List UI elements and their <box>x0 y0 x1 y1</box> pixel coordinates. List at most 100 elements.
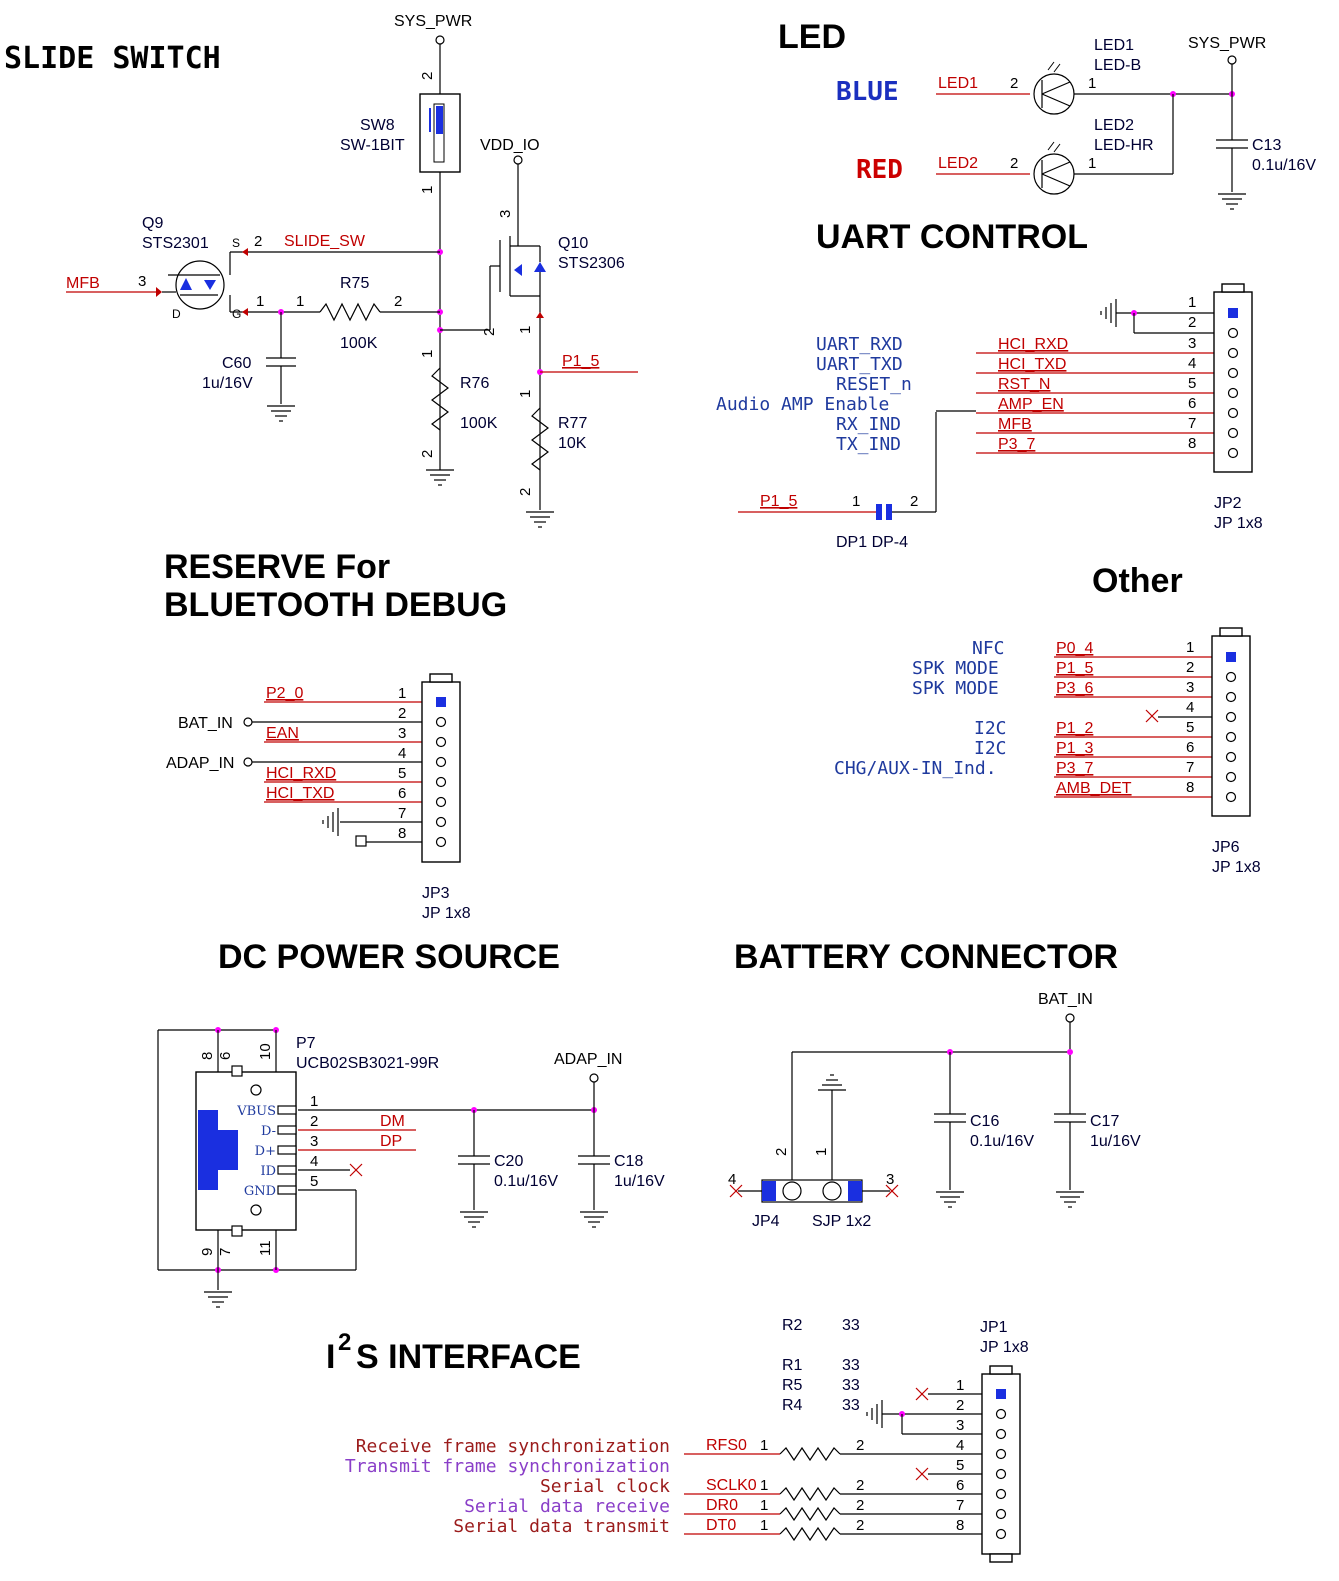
svg-text:1: 1 <box>1186 639 1194 656</box>
p7-ref: P7 <box>296 1035 316 1052</box>
i2s-resistor-2 <box>779 1486 841 1502</box>
c13-value: 0.1u/16V <box>1252 157 1316 174</box>
svg-text:2: 2 <box>394 293 402 310</box>
i2s-res-ref-3: R4 <box>782 1397 803 1414</box>
svg-text:2: 2 <box>856 1477 864 1494</box>
svg-text:1: 1 <box>310 1093 318 1110</box>
led2-value: LED-HR <box>1094 137 1154 154</box>
uart-label-5: RESET_n <box>836 374 912 395</box>
svg-text:1: 1 <box>517 326 534 334</box>
r77-resistor <box>531 407 549 471</box>
svg-text:2: 2 <box>910 493 918 510</box>
adap-in-label-dc: ADAP_IN <box>554 1051 622 1068</box>
adap-in-label: ADAP_IN <box>166 755 234 772</box>
svg-text:S: S <box>232 236 240 250</box>
sys-pwr-label: SYS_PWR <box>394 13 472 30</box>
jp6-ref: JP6 <box>1212 839 1240 856</box>
other-label-6: I2C <box>974 738 1007 759</box>
section-title-reserve: RESERVE For <box>164 548 390 586</box>
jp4-value: SJP 1x2 <box>812 1213 871 1230</box>
uart-net-8: P3_7 <box>998 436 1035 453</box>
other-net-2: P1_5 <box>1056 660 1093 677</box>
jp2-pin-1 <box>1228 308 1238 318</box>
jp4-solder-jumper <box>761 1179 863 1203</box>
i2s-net-rfs0: RFS0 <box>706 1437 747 1454</box>
jp2-value: JP 1x8 <box>1214 515 1263 532</box>
led-circuit: BLUE RED LED1 2 LED1 LED-B 1 LED2 2 LED2… <box>836 35 1316 210</box>
svg-text:2: 2 <box>956 1397 964 1414</box>
section-title-battery: BATTERY CONNECTOR <box>734 938 1118 976</box>
svg-text:2: 2 <box>254 233 262 250</box>
q9-ref: Q9 <box>142 215 163 232</box>
reserve-net-3: EAN <box>266 725 299 742</box>
sys-pwr-label-led: SYS_PWR <box>1188 35 1266 52</box>
q9-transistor <box>175 260 225 310</box>
svg-text:1: 1 <box>1088 155 1096 172</box>
jp1-pin-2 <box>995 1408 1007 1420</box>
jp3-pin-5 <box>435 776 447 788</box>
uart-label-8: TX_IND <box>836 434 901 455</box>
svg-text:4: 4 <box>310 1153 318 1170</box>
other-label-1: NFC <box>972 638 1005 659</box>
svg-text:1: 1 <box>419 350 436 358</box>
jp6-value: JP 1x8 <box>1212 859 1261 876</box>
svg-text:8: 8 <box>398 825 406 842</box>
svg-text:5: 5 <box>310 1173 318 1190</box>
mfb-net: MFB <box>66 275 100 292</box>
jp1-pin-5 <box>995 1468 1007 1480</box>
led1-ref: LED1 <box>1094 37 1134 54</box>
jp3-header <box>421 681 461 863</box>
svg-text:4: 4 <box>1186 699 1194 716</box>
other-label-5: I2C <box>974 718 1007 739</box>
svg-text:7: 7 <box>217 1248 234 1256</box>
led2-diode <box>1033 153 1075 195</box>
vdd-io-label: VDD_IO <box>480 137 540 154</box>
c18-ref: C18 <box>614 1153 643 1170</box>
svg-text:7: 7 <box>956 1497 964 1514</box>
svg-text:3: 3 <box>1186 679 1194 696</box>
reserve-net-1: P2_0 <box>266 685 303 702</box>
svg-text:3: 3 <box>1188 335 1196 352</box>
svg-text:6: 6 <box>1188 395 1196 412</box>
svg-text:2: 2 <box>419 72 436 80</box>
c20-value: 0.1u/16V <box>494 1173 558 1190</box>
svg-text:1: 1 <box>296 293 304 310</box>
section-title-i2s-rest: S INTERFACE <box>356 1338 581 1376</box>
svg-text:2: 2 <box>856 1517 864 1534</box>
jp1-pin-8 <box>995 1528 1007 1540</box>
r76-value: 100K <box>460 415 498 432</box>
svg-text:8: 8 <box>1188 435 1196 452</box>
i2s-label-5: Serial data transmit <box>453 1516 670 1537</box>
svg-text:3: 3 <box>138 273 146 290</box>
uart-net-5: RST_N <box>998 376 1050 393</box>
jp1-pin-7 <box>995 1508 1007 1520</box>
jp1-ref: JP1 <box>980 1319 1008 1336</box>
svg-text:4: 4 <box>1188 355 1196 372</box>
led2-net: LED2 <box>938 155 978 172</box>
i2s-label-4: Serial data receive <box>464 1496 670 1517</box>
i2s-net-dr0: DR0 <box>706 1497 738 1514</box>
svg-text:9: 9 <box>199 1248 216 1256</box>
c60-ref: C60 <box>222 355 251 372</box>
svg-text:3: 3 <box>497 210 514 218</box>
i2s-res-val-3: 33 <box>842 1397 860 1414</box>
svg-text:5: 5 <box>398 765 406 782</box>
q10-value: STS2306 <box>558 255 625 272</box>
r77-ref: R77 <box>558 415 587 432</box>
svg-text:7: 7 <box>1186 759 1194 776</box>
bat-in-label: BAT_IN <box>178 715 233 732</box>
r75-value: 100K <box>340 335 378 352</box>
i2s-label-1: Receive frame synchronization <box>356 1436 670 1457</box>
svg-text:5: 5 <box>1186 719 1194 736</box>
battery-circuit: BAT_IN 2 1 4 3 JP4 SJP 1x2 C16 0.1u/16V <box>728 991 1141 1230</box>
c13-ref: C13 <box>1252 137 1281 154</box>
section-title-bluetooth-debug: BLUETOOTH DEBUG <box>164 586 507 624</box>
jp1-pin-3 <box>995 1428 1007 1440</box>
other-label-3: SPK MODE <box>912 678 999 699</box>
svg-text:2: 2 <box>856 1437 864 1454</box>
slide-switch-circuit: SYS_PWR 2 SW8 SW-1BIT 1 Q9 STS2301 S G D… <box>66 13 638 528</box>
jp1-value: JP 1x8 <box>980 1339 1029 1356</box>
section-title-dc-power: DC POWER SOURCE <box>218 938 560 976</box>
svg-text:2: 2 <box>398 705 406 722</box>
